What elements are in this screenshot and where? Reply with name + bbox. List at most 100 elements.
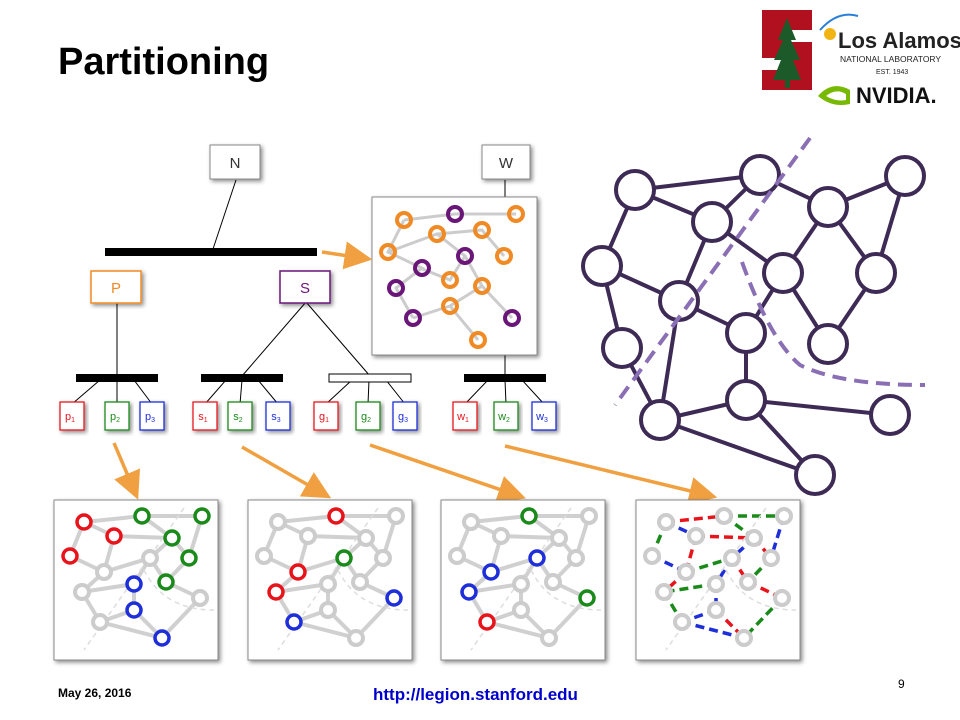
leaf-node-g1: g1 xyxy=(313,401,339,431)
leaf-node-p2: p2 xyxy=(104,401,130,431)
graph-node xyxy=(163,529,181,547)
graph-node xyxy=(191,589,209,607)
slide-title: Partitioning xyxy=(58,41,269,83)
graph-node xyxy=(460,583,478,601)
graph-node xyxy=(580,507,598,525)
graph-node xyxy=(462,513,480,531)
graph-node xyxy=(567,549,585,567)
graph-node xyxy=(723,549,741,567)
leaf-node-w2: w2 xyxy=(493,401,519,431)
leaf-node-label: g1 xyxy=(319,411,329,424)
leaf-node-label: s3 xyxy=(271,411,281,424)
graph-node xyxy=(347,629,365,647)
graph-node xyxy=(762,549,780,567)
graph-node xyxy=(289,563,307,581)
leaf-node-label: g3 xyxy=(398,411,408,424)
nvidia-wordmark: NVIDIA. xyxy=(856,83,937,108)
node-s: S xyxy=(279,270,331,304)
subregion-views xyxy=(53,499,801,661)
partition-bar-s xyxy=(201,374,283,382)
graph-node xyxy=(578,589,596,607)
graph-node xyxy=(707,575,725,593)
leaf-node-p3: p3 xyxy=(139,401,165,431)
lanl-line1: Los Alamos xyxy=(838,28,960,53)
graph-node xyxy=(677,563,695,581)
arrow-to-ghost-view xyxy=(369,443,526,503)
graph-node xyxy=(357,529,375,547)
mapping-arrows xyxy=(112,241,718,505)
graph-node xyxy=(180,549,198,567)
graph-node xyxy=(540,629,558,647)
leaf-node-label: p2 xyxy=(110,411,120,424)
shared-subregion-view xyxy=(247,499,413,661)
leaf-edges xyxy=(71,379,545,405)
graph-node xyxy=(385,589,403,607)
graph-node xyxy=(775,507,793,525)
ps-region-view xyxy=(371,196,538,356)
nvidia-logo: NVIDIA. xyxy=(818,83,937,108)
graph-node xyxy=(528,549,546,567)
graph-node xyxy=(745,529,763,547)
leaf-node-s3: s3 xyxy=(265,401,291,431)
page-number: 9 xyxy=(898,677,905,691)
lanl-line2: NATIONAL LABORATORY xyxy=(840,54,941,64)
graph-node xyxy=(673,613,691,631)
graph-node xyxy=(739,573,757,591)
graph-node xyxy=(269,513,287,531)
footer-url[interactable]: http://legion.stanford.edu xyxy=(373,685,578,704)
graph-node xyxy=(520,507,538,525)
graph-node xyxy=(492,527,510,545)
leaf-node-g2: g2 xyxy=(355,401,381,431)
graph-node xyxy=(141,549,159,567)
leaf-node-w3: w3 xyxy=(531,401,557,431)
graph-node xyxy=(327,507,345,525)
leaf-node-s1: s1 xyxy=(192,401,218,431)
node-n: N xyxy=(209,144,261,180)
node-w-label: W xyxy=(499,155,514,172)
graph-node xyxy=(735,629,753,647)
graph-node xyxy=(95,563,113,581)
arrow-to-region-view xyxy=(321,241,373,270)
lanl-line3: EST. 1943 xyxy=(876,69,908,76)
graph-node xyxy=(387,507,405,525)
graph-node xyxy=(255,547,273,565)
node-s-label: S xyxy=(300,280,310,297)
graph-node xyxy=(61,547,79,565)
leaf-node-s2: s2 xyxy=(227,401,253,431)
graph-node xyxy=(319,601,337,619)
graph-node xyxy=(133,507,151,525)
graph-node xyxy=(374,549,392,567)
footer-date: May 26, 2016 xyxy=(58,686,132,700)
graph-node xyxy=(448,547,466,565)
leaf-node-label: g2 xyxy=(361,411,371,424)
lanl-logo: Los Alamos NATIONAL LABORATORY EST. 1943 xyxy=(819,13,960,76)
graph-node xyxy=(125,601,143,619)
graph-node xyxy=(512,601,530,619)
graph-node xyxy=(153,629,171,647)
graph-node xyxy=(478,613,496,631)
graph-node xyxy=(157,573,175,591)
node-p-label: P xyxy=(111,280,121,297)
graph-node xyxy=(75,513,93,531)
graph-node xyxy=(267,583,285,601)
leaf-node-label: s2 xyxy=(233,411,243,424)
graph-node xyxy=(657,513,675,531)
graph-node xyxy=(285,613,303,631)
graph-node xyxy=(773,589,791,607)
graph-node xyxy=(299,527,317,545)
graph-node xyxy=(655,583,673,601)
cut-line-1 xyxy=(613,136,812,407)
graph-node xyxy=(105,527,123,545)
partition-bar-n xyxy=(105,248,317,256)
cut-line-2 xyxy=(740,261,926,387)
graph-node xyxy=(319,575,337,593)
arrow-to-private-view xyxy=(112,442,141,500)
wire-subregion-view xyxy=(635,499,801,661)
leaf-node-label: p3 xyxy=(145,411,155,424)
ghost-subregion-view xyxy=(440,499,606,661)
graph-node xyxy=(544,573,562,591)
graph-node xyxy=(643,547,661,565)
leaf-node-p1: p1 xyxy=(59,401,85,431)
